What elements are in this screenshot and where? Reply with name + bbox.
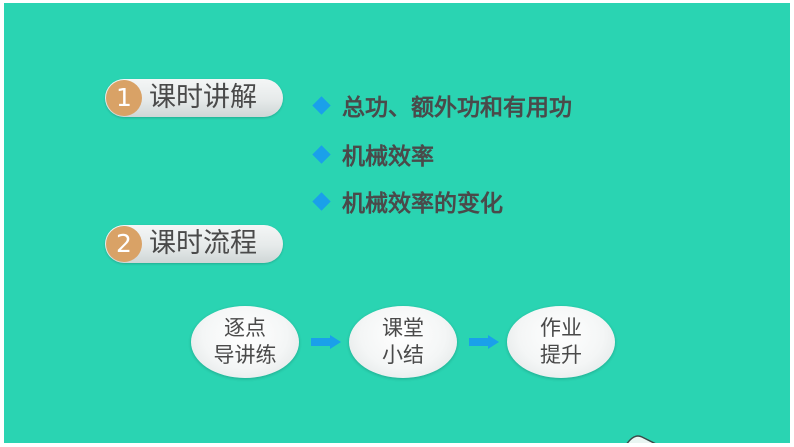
flow-step-line: 小结 [382,343,424,367]
section-number-badge: 2 [106,226,142,262]
arrow-right-icon [469,335,499,349]
bullet-text: 机械效率 [342,144,434,170]
diamond-icon [312,191,331,211]
flow-step-guided-practice: 逐点 导讲练 [191,306,299,378]
diamond-icon [312,95,331,115]
flow-step-line: 提升 [540,343,582,367]
flow-step-homework: 作业 提升 [507,306,615,378]
bullet-text: 总功、额外功和有用功 [342,95,572,121]
bullet-text: 机械效率的变化 [342,191,503,217]
section-title: 课时流程 [149,228,257,259]
bullet-item: 机械效率 [310,138,434,170]
arrow-right-icon [311,335,341,349]
bullet-item: 机械效率的变化 [310,185,503,217]
diamond-icon [312,144,331,164]
section-lesson-flow: 2 课时流程 [105,225,283,263]
section-title: 课时讲解 [149,82,257,113]
section-lesson-explanation: 1 课时讲解 [105,79,283,117]
slide: 1 课时讲解 2 课时流程 总功、额外功和有用功 机械效率 机械效率的变化 逐点… [4,3,790,443]
flow-step-line: 作业 [540,316,582,340]
flow-step-summary: 课堂 小结 [349,306,457,378]
flow-step-line: 逐点 [224,316,266,340]
section-number-badge: 1 [106,80,142,116]
decoration-doodle-icon [626,435,656,443]
flow-step-line: 导讲练 [213,343,277,367]
flow-step-line: 课堂 [382,316,424,340]
bullet-item: 总功、额外功和有用功 [310,89,572,121]
